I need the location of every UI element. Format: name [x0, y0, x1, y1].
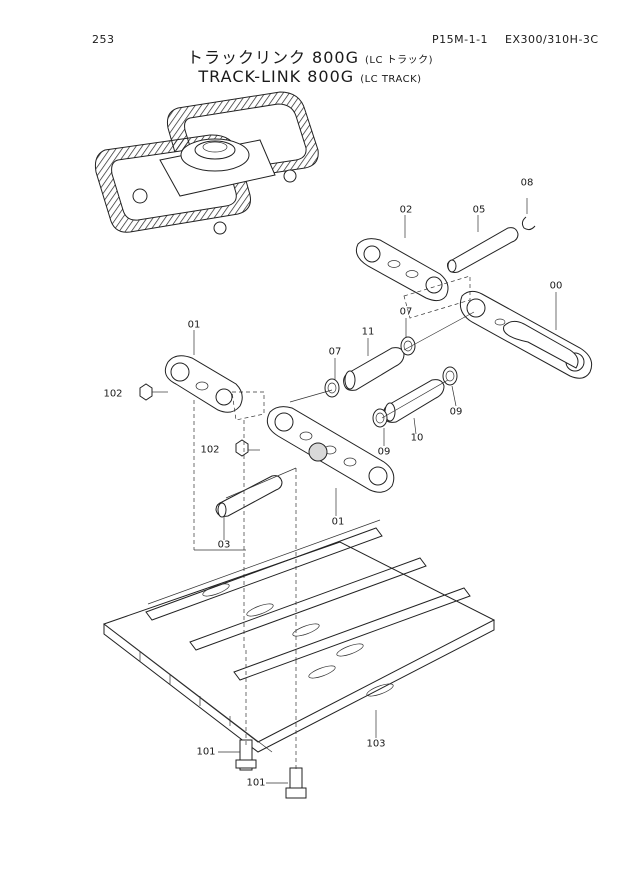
callout-01-center: 01	[331, 516, 345, 528]
link-01-left	[164, 355, 265, 421]
bushing-11	[343, 347, 405, 391]
seal-07	[324, 336, 416, 398]
undercarriage-overview-illustration	[94, 91, 319, 235]
bolt-101	[235, 739, 307, 799]
callout-01-left: 01	[187, 319, 201, 331]
callout-05: 05	[472, 204, 486, 216]
assembly-lines	[152, 215, 557, 784]
callout-101-lower: 101	[246, 777, 266, 789]
title-english-sub: (LC TRACK)	[360, 74, 422, 85]
callout-09-right: 09	[449, 406, 463, 418]
title-english-main: TRACK-LINK 800G	[198, 67, 355, 86]
nut-102	[139, 383, 249, 457]
model-code: EX300/310H-3C	[505, 33, 599, 46]
snap-ring-08	[521, 198, 536, 231]
pin-03	[215, 475, 283, 518]
callout-09-center: 09	[377, 446, 391, 458]
callout-10: 10	[410, 432, 424, 444]
callout-02: 02	[399, 204, 413, 216]
reference-code: P15M-1-1	[432, 33, 489, 46]
callout-00: 00	[549, 280, 563, 292]
bushing-10	[383, 379, 445, 423]
title-english: TRACK-LINK 800G (LC TRACK)	[0, 67, 620, 86]
seal-09	[372, 366, 458, 428]
callout-08: 08	[520, 177, 534, 189]
callout-103: 103	[366, 738, 386, 750]
link-plate-02	[355, 238, 471, 319]
callout-03: 03	[217, 539, 231, 551]
callout-102-center: 102	[200, 444, 220, 456]
title-japanese: トラックリンク 800G (LC トラック)	[0, 44, 620, 68]
callout-101-upper: 101	[196, 746, 216, 758]
title-japanese-sub: (LC トラック)	[364, 55, 434, 66]
callout-102-left: 102	[103, 388, 123, 400]
page-number: 253	[92, 33, 115, 46]
master-link-assembly-00	[459, 290, 593, 379]
pin-05	[447, 227, 519, 273]
callout-11: 11	[361, 326, 375, 338]
link-01-center	[266, 406, 395, 493]
title-japanese-main: トラックリンク 800G	[186, 48, 359, 67]
callout-07-upper: 07	[399, 306, 413, 318]
track-shoe-103	[102, 519, 496, 753]
callout-07-lower: 07	[328, 346, 342, 358]
